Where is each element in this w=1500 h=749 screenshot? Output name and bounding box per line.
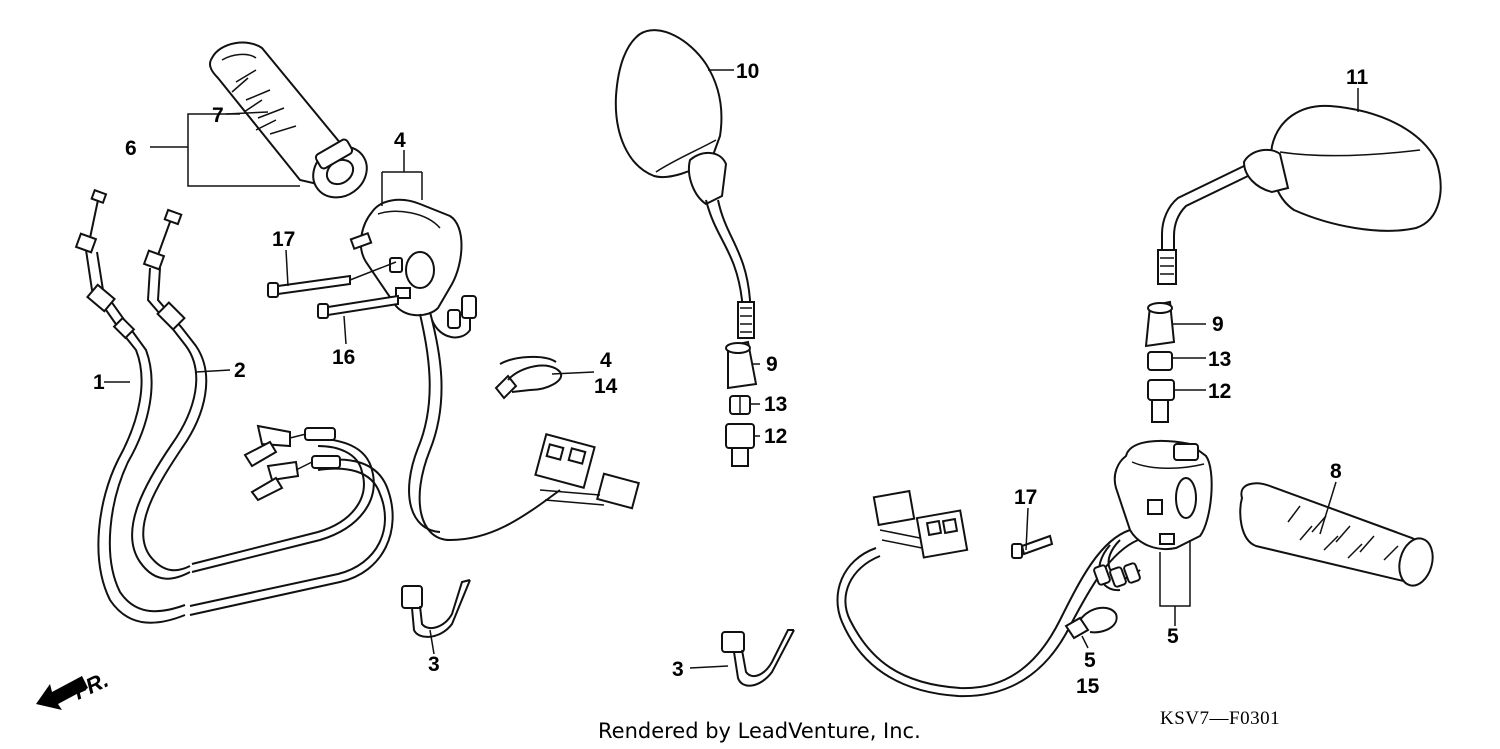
callout-3-right: 3 — [672, 658, 684, 681]
render-credit: Rendered by LeadVenture, Inc. — [598, 719, 921, 743]
callout-3-left: 3 — [428, 653, 440, 676]
nut-13-right — [1147, 351, 1173, 371]
right-switch-housing — [1113, 439, 1213, 550]
left-grip — [1239, 482, 1434, 587]
left-switch-connector — [534, 433, 640, 510]
band-14 — [494, 356, 563, 400]
right-switch-connector — [872, 489, 969, 559]
callout-9-right: 9 — [1212, 313, 1224, 336]
callout-2: 2 — [234, 359, 246, 382]
nut-13-left — [729, 395, 751, 415]
front-direction-label: FR. — [70, 667, 113, 705]
throttle-cable-2 — [131, 208, 208, 580]
callout-4-band: 4 — [600, 349, 612, 372]
callout-9-left: 9 — [766, 353, 778, 376]
callout-17-right: 17 — [1014, 486, 1037, 509]
callout-12-left: 12 — [764, 425, 787, 448]
callout-1: 1 — [93, 371, 105, 394]
clamp-3-left — [401, 579, 471, 638]
right-switch-harness — [844, 529, 1131, 690]
cable-adjuster — [304, 427, 336, 441]
cable-loop-upper — [191, 437, 375, 573]
right-mirror — [1157, 104, 1442, 285]
callout-13-right: 13 — [1208, 348, 1231, 371]
callout-5-switch: 5 — [1167, 625, 1179, 648]
cable-end-fittings — [243, 424, 313, 502]
diagram-code: KSV7—F0301 — [1160, 708, 1280, 729]
adapter-12-right — [1147, 379, 1175, 423]
left-switch-harness — [418, 311, 561, 542]
callout-6: 6 — [125, 137, 137, 160]
left-switch-housing — [349, 198, 463, 317]
mirror-cover-9-left — [725, 340, 758, 390]
band-15 — [1064, 606, 1118, 640]
callout-8: 8 — [1330, 460, 1342, 483]
callout-10: 10 — [736, 60, 759, 83]
front-direction-arrow — [36, 676, 88, 710]
throttle-grip — [209, 41, 368, 199]
leader-lines — [104, 69, 1359, 669]
callout-4-switch: 4 — [394, 129, 406, 152]
callout-13-left: 13 — [764, 393, 787, 416]
right-switch-plugs — [1093, 562, 1141, 588]
screw-16 — [317, 294, 399, 319]
callout-15: 15 — [1076, 675, 1100, 698]
screw-17-left — [267, 274, 351, 298]
screw-17-right — [1011, 534, 1054, 559]
clamp-3-right — [721, 629, 795, 687]
left-mirror — [614, 29, 755, 339]
throttle-cable-1 — [74, 188, 186, 624]
callout-16: 16 — [332, 346, 355, 369]
callout-5-band: 5 — [1084, 649, 1096, 672]
mirror-cover-9-right — [1144, 300, 1176, 348]
callout-11: 11 — [1346, 66, 1369, 89]
callout-12-right: 12 — [1208, 380, 1231, 403]
adapter-12-left — [725, 423, 755, 467]
callout-17-left: 17 — [272, 228, 295, 251]
callout-14: 14 — [594, 375, 618, 398]
callout-7: 7 — [212, 104, 224, 127]
